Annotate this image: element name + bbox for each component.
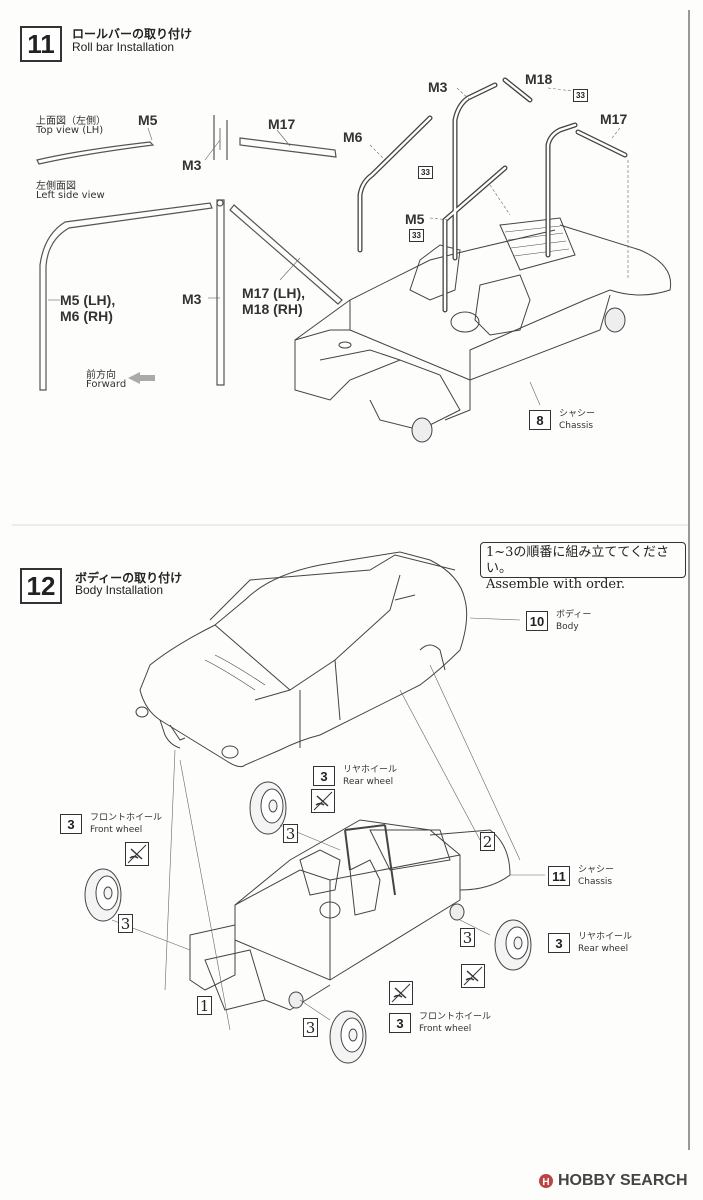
part-m5-right: M5 [405, 211, 425, 227]
side-view-parts [39, 199, 343, 391]
step-11-title-jp: ロールバーの取り付け [72, 27, 193, 41]
part-m3-right: M3 [428, 79, 448, 95]
top-view-label-en: Top view (LH) [36, 125, 104, 136]
part-m3-side: M3 [182, 291, 202, 307]
part-m5-m6-line1: M5 (LH), [60, 292, 116, 308]
top-view-leaders [147, 127, 291, 161]
rear-wheel-top-jp: リヤホイール [343, 765, 398, 775]
order-marker-3-front-bottom: 3 [303, 1018, 318, 1037]
chassis-rollbar-drawing [294, 217, 672, 443]
part-m17-m18-line2: M18 (RH) [242, 301, 303, 317]
forward-label-jp: 前方向 [86, 370, 116, 381]
wheels12 [84, 781, 532, 1064]
part-m3-top: M3 [182, 157, 202, 173]
front-wheel-bottom-en: Front wheel [419, 1024, 472, 1034]
part-m5-top: M5 [138, 112, 158, 128]
front-wheel-bottom-ref: 3 フロントホイール Front wheel [389, 1011, 491, 1035]
hobby-search-watermark: H HOBBY SEARCH [538, 1172, 688, 1190]
cement-icon [389, 981, 413, 1005]
order-marker-3-front-left: 3 [118, 914, 133, 933]
assembly-order-note-en: Assemble with order. [486, 577, 626, 592]
front-wheel-bottom-num: 3 [389, 1013, 411, 1033]
assembly-order-note-jp: 1~3の順番に組み立ててください。 [486, 545, 670, 576]
step-12-title-jp: ボディーの取り付け [75, 571, 183, 585]
side-view-label-en: Left side view [36, 190, 105, 201]
front-wheel-left [84, 868, 122, 922]
rear-wheel-top-ref: 3 リヤホイール Rear wheel [313, 764, 397, 788]
front-wheel-bottom-jp: フロントホイール [419, 1012, 492, 1022]
order-marker-3-rear-top: 3 [283, 824, 298, 843]
chassis-8-en: Chassis [559, 421, 594, 431]
order-marker-3-rear-right: 3 [460, 928, 475, 947]
rear-wheel-right [494, 919, 532, 971]
order-marker-1: 1 [197, 996, 212, 1015]
part-m18-right: M18 [525, 71, 553, 87]
chassis-11-num: 11 [548, 866, 570, 886]
front-wheel-left-num: 3 [60, 814, 82, 834]
top-view-parts [36, 115, 337, 165]
part-m17-right: M17 [600, 111, 628, 127]
step-11-number: 11 [20, 26, 62, 62]
chassis-8-jp: シャシー [559, 409, 596, 419]
rear-wheel-right-jp: リヤホイール [578, 932, 633, 942]
logo-icon: H [539, 1174, 553, 1188]
top-view-label-jp: 上面図（左側） [36, 116, 106, 127]
rear-wheel-right-ref: 3 リヤホイール Rear wheel [548, 931, 632, 955]
side-view-label-jp: 左側面図 [36, 181, 76, 192]
rear-wheel-top [249, 781, 287, 835]
glue-ref-33-c: 33 [409, 229, 424, 242]
chassis-11-ref: 11 シャシー Chassis [548, 864, 614, 888]
assembly-order-note: 1~3の順番に組み立ててください。 Assemble with order. [480, 542, 686, 592]
car-body-drawing [135, 551, 468, 768]
front-wheel-bottom [329, 1010, 367, 1064]
front-wheel-left-ref: 3 フロントホイール Front wheel [60, 812, 162, 836]
cement-icon [311, 789, 335, 813]
side-view-leaders [48, 257, 301, 301]
rollbar-leaders [369, 87, 629, 280]
rear-wheel-right-en: Rear wheel [578, 944, 629, 954]
svg-text:H: H [542, 1177, 549, 1188]
part-m17-top: M17 [268, 116, 296, 132]
chassis-8-leader [529, 381, 541, 406]
body-10-ref: 10 ボディー Body [526, 609, 591, 633]
step-12-number: 12 [20, 568, 62, 604]
cement-icon [461, 964, 485, 988]
step-12-title-en: Body Installation [75, 583, 164, 597]
chassis-8-num: 8 [529, 410, 551, 430]
forward-arrow-icon [128, 372, 155, 384]
glue-ref-33-b: 33 [418, 166, 433, 179]
body-10-jp: ボディー [556, 610, 592, 620]
cement-icon [125, 842, 149, 866]
part-m5-m6-line2: M6 (RH) [60, 308, 113, 324]
forward-label-en: Forward [86, 379, 127, 390]
rear-wheel-top-en: Rear wheel [343, 777, 394, 787]
rear-wheel-top-num: 3 [313, 766, 335, 786]
chassis-8-ref: 8 シャシー Chassis [529, 408, 595, 432]
step-11-title-en: Roll bar Installation [72, 40, 175, 54]
order-marker-2: 2 [480, 832, 495, 851]
part-m6-right: M6 [343, 129, 363, 145]
body-10-num: 10 [526, 611, 548, 631]
glue-ref-33-a: 33 [573, 89, 588, 102]
body12-leaders [111, 617, 545, 1031]
watermark-text: HOBBY SEARCH [558, 1172, 688, 1189]
front-wheel-left-jp: フロントホイール [90, 813, 163, 823]
chassis-11-en: Chassis [578, 877, 613, 887]
chassis-11-jp: シャシー [578, 865, 615, 875]
rear-wheel-right-num: 3 [548, 933, 570, 953]
part-m17-m18-line1: M17 (LH), [242, 285, 305, 301]
front-wheel-left-en: Front wheel [90, 825, 143, 835]
body-10-en: Body [556, 622, 579, 632]
